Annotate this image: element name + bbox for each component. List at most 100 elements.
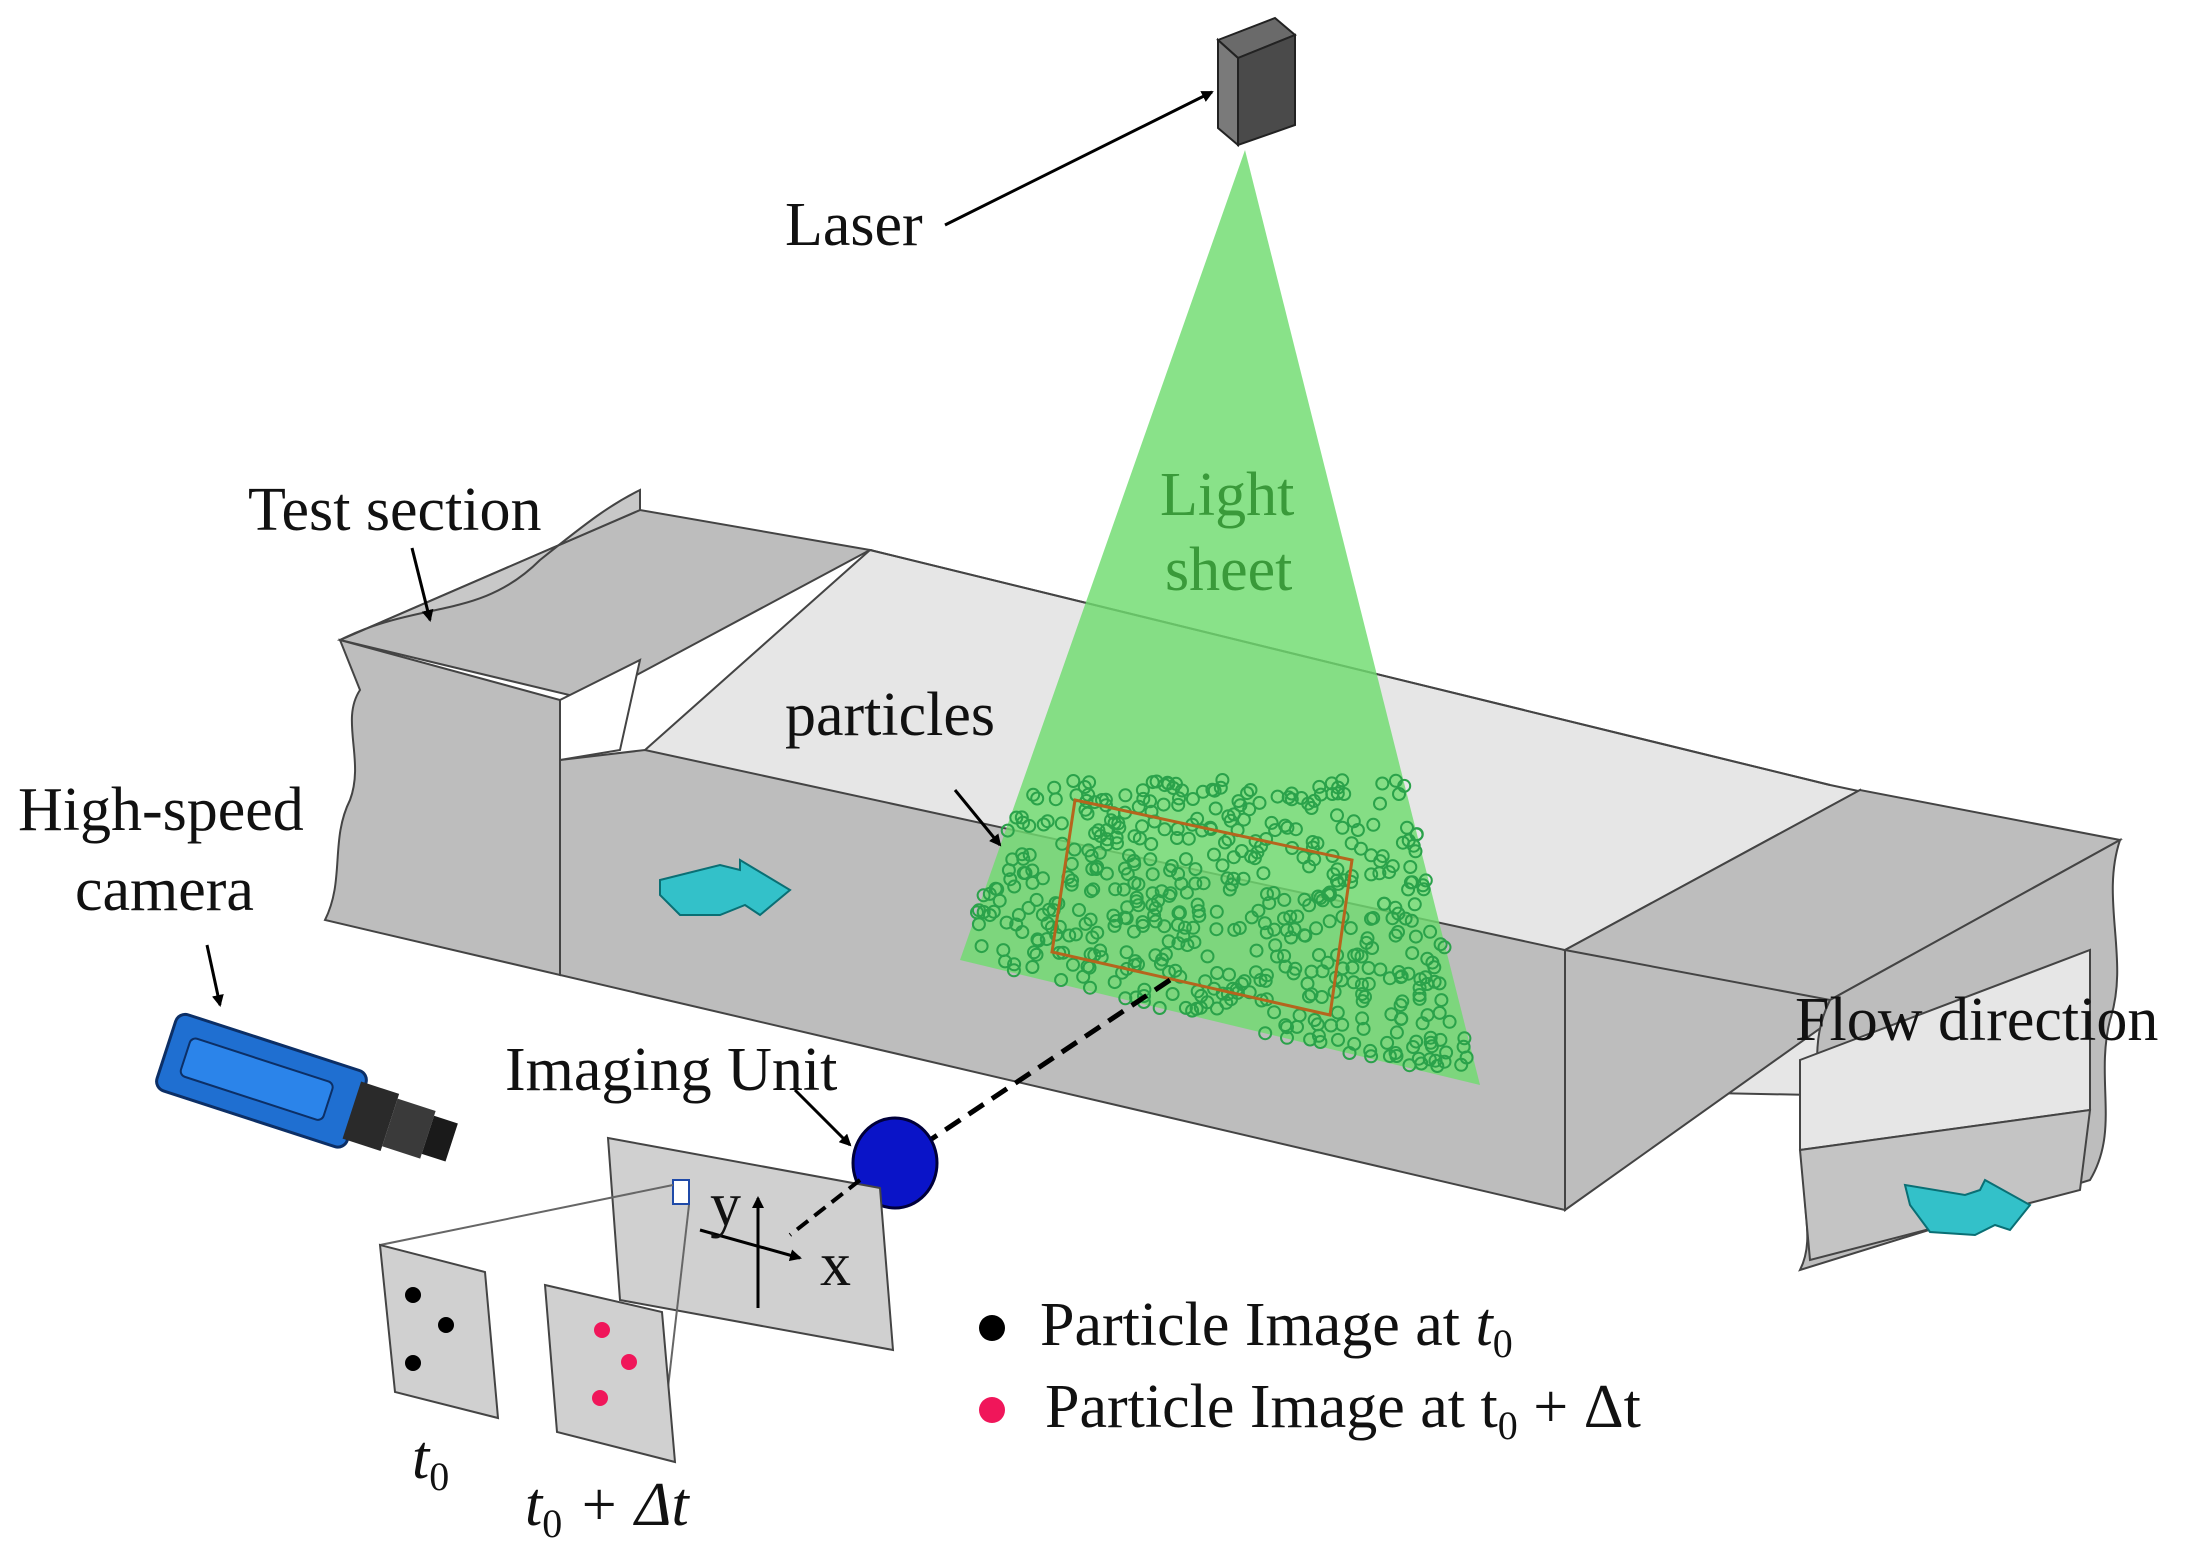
- particle: [1277, 892, 1292, 907]
- particle: [1303, 1032, 1318, 1047]
- particle: [1156, 797, 1171, 812]
- particle: [1078, 916, 1093, 931]
- particle: [1143, 794, 1157, 809]
- particle: [1430, 1059, 1445, 1073]
- particle: [1366, 817, 1381, 832]
- particle: [1266, 886, 1281, 900]
- particle: [1111, 816, 1126, 831]
- particle: [1405, 946, 1420, 961]
- particle: [1158, 947, 1173, 962]
- particle: [1313, 1035, 1328, 1049]
- particle: [1290, 909, 1305, 924]
- particle: [1416, 882, 1431, 897]
- particle: [1284, 930, 1298, 945]
- particles-label: particles: [785, 681, 995, 749]
- particle: [1354, 977, 1369, 992]
- particle: [1148, 948, 1163, 963]
- test-section-pointer-arrow: [410, 547, 434, 622]
- particle: [1084, 884, 1098, 899]
- particle: [1322, 914, 1337, 929]
- particle: [1025, 960, 1040, 974]
- particle: [1127, 924, 1141, 939]
- particle: [1118, 991, 1133, 1006]
- particle: [1148, 901, 1163, 916]
- particle: [1312, 948, 1326, 962]
- roi-box: [1050, 798, 1354, 1017]
- particle: [1001, 863, 1016, 878]
- particle: [1256, 866, 1271, 881]
- particle: [1170, 831, 1184, 845]
- particle: [1072, 903, 1086, 917]
- particle: [1215, 858, 1230, 873]
- particle: [1364, 1049, 1379, 1064]
- particle: [1420, 977, 1435, 991]
- particle: [1221, 809, 1236, 824]
- particle: [1172, 791, 1186, 806]
- particle: [1068, 927, 1083, 942]
- particle: [1165, 987, 1180, 1001]
- particle: [1361, 961, 1376, 975]
- particle: [1161, 934, 1176, 949]
- particle: [1119, 911, 1134, 926]
- particle: [1205, 782, 1220, 797]
- particle: [1104, 813, 1118, 828]
- particle: [1382, 971, 1397, 986]
- particle: [1185, 792, 1200, 806]
- particle: [1442, 1014, 1457, 1029]
- particle: [1232, 921, 1247, 935]
- particle: [1409, 1034, 1424, 1049]
- particle: [1407, 897, 1422, 912]
- particle: [982, 886, 997, 901]
- particle: [1244, 910, 1259, 925]
- particle: [1026, 787, 1041, 802]
- particle: [1297, 928, 1312, 943]
- particle: [1423, 1035, 1438, 1050]
- particle: [1373, 796, 1387, 811]
- particle: [1014, 810, 1029, 825]
- particle: [1135, 783, 1150, 798]
- particle: [1309, 921, 1324, 936]
- particle: [1218, 835, 1232, 850]
- particle: [1331, 1032, 1345, 1047]
- particle: [1297, 892, 1312, 907]
- particle: [1434, 993, 1449, 1008]
- particle: [1305, 835, 1320, 849]
- interrogation-window: [672, 1179, 690, 1205]
- flow-arrow-icon: [1903, 1178, 2032, 1237]
- particle: [1346, 814, 1361, 829]
- particle: [1006, 963, 1021, 978]
- particle: [1109, 830, 1124, 845]
- particle: [1052, 919, 1067, 934]
- frame-t0-dt: [543, 1283, 677, 1464]
- particle: [1423, 924, 1438, 939]
- particle: [1207, 847, 1221, 862]
- particle: [1186, 920, 1201, 935]
- particle: [1402, 1058, 1417, 1073]
- particle: [1226, 850, 1241, 865]
- particle: [1054, 816, 1069, 831]
- particle: [1065, 873, 1080, 888]
- particle: [1337, 787, 1352, 801]
- camera-pointer-arrow: [205, 944, 224, 1007]
- particle: [1439, 1045, 1454, 1060]
- particle: [1408, 929, 1423, 944]
- particle: [1403, 875, 1418, 890]
- legend-text-t0-dt: Particle Image at t0 + Δt: [1045, 1373, 1641, 1448]
- frame-t0: [378, 1243, 500, 1420]
- particle: [1300, 976, 1315, 991]
- particle: [1437, 940, 1452, 955]
- particle: [1284, 786, 1299, 801]
- particle: [1389, 1025, 1404, 1040]
- particle: [1093, 829, 1108, 843]
- particle: [1394, 1011, 1409, 1026]
- flow-direction-label: Flow direction: [1795, 986, 2158, 1054]
- particle: [1209, 904, 1224, 919]
- particle: [1312, 779, 1327, 794]
- camera-label-line2: camera: [75, 856, 254, 924]
- particle: [1174, 876, 1189, 891]
- particle: [1066, 774, 1081, 788]
- particle: [1281, 790, 1296, 805]
- particle: [1147, 908, 1162, 923]
- particle: [1258, 1026, 1273, 1041]
- legend: Particle Image at t0 Particle Image at t…: [979, 1291, 1641, 1448]
